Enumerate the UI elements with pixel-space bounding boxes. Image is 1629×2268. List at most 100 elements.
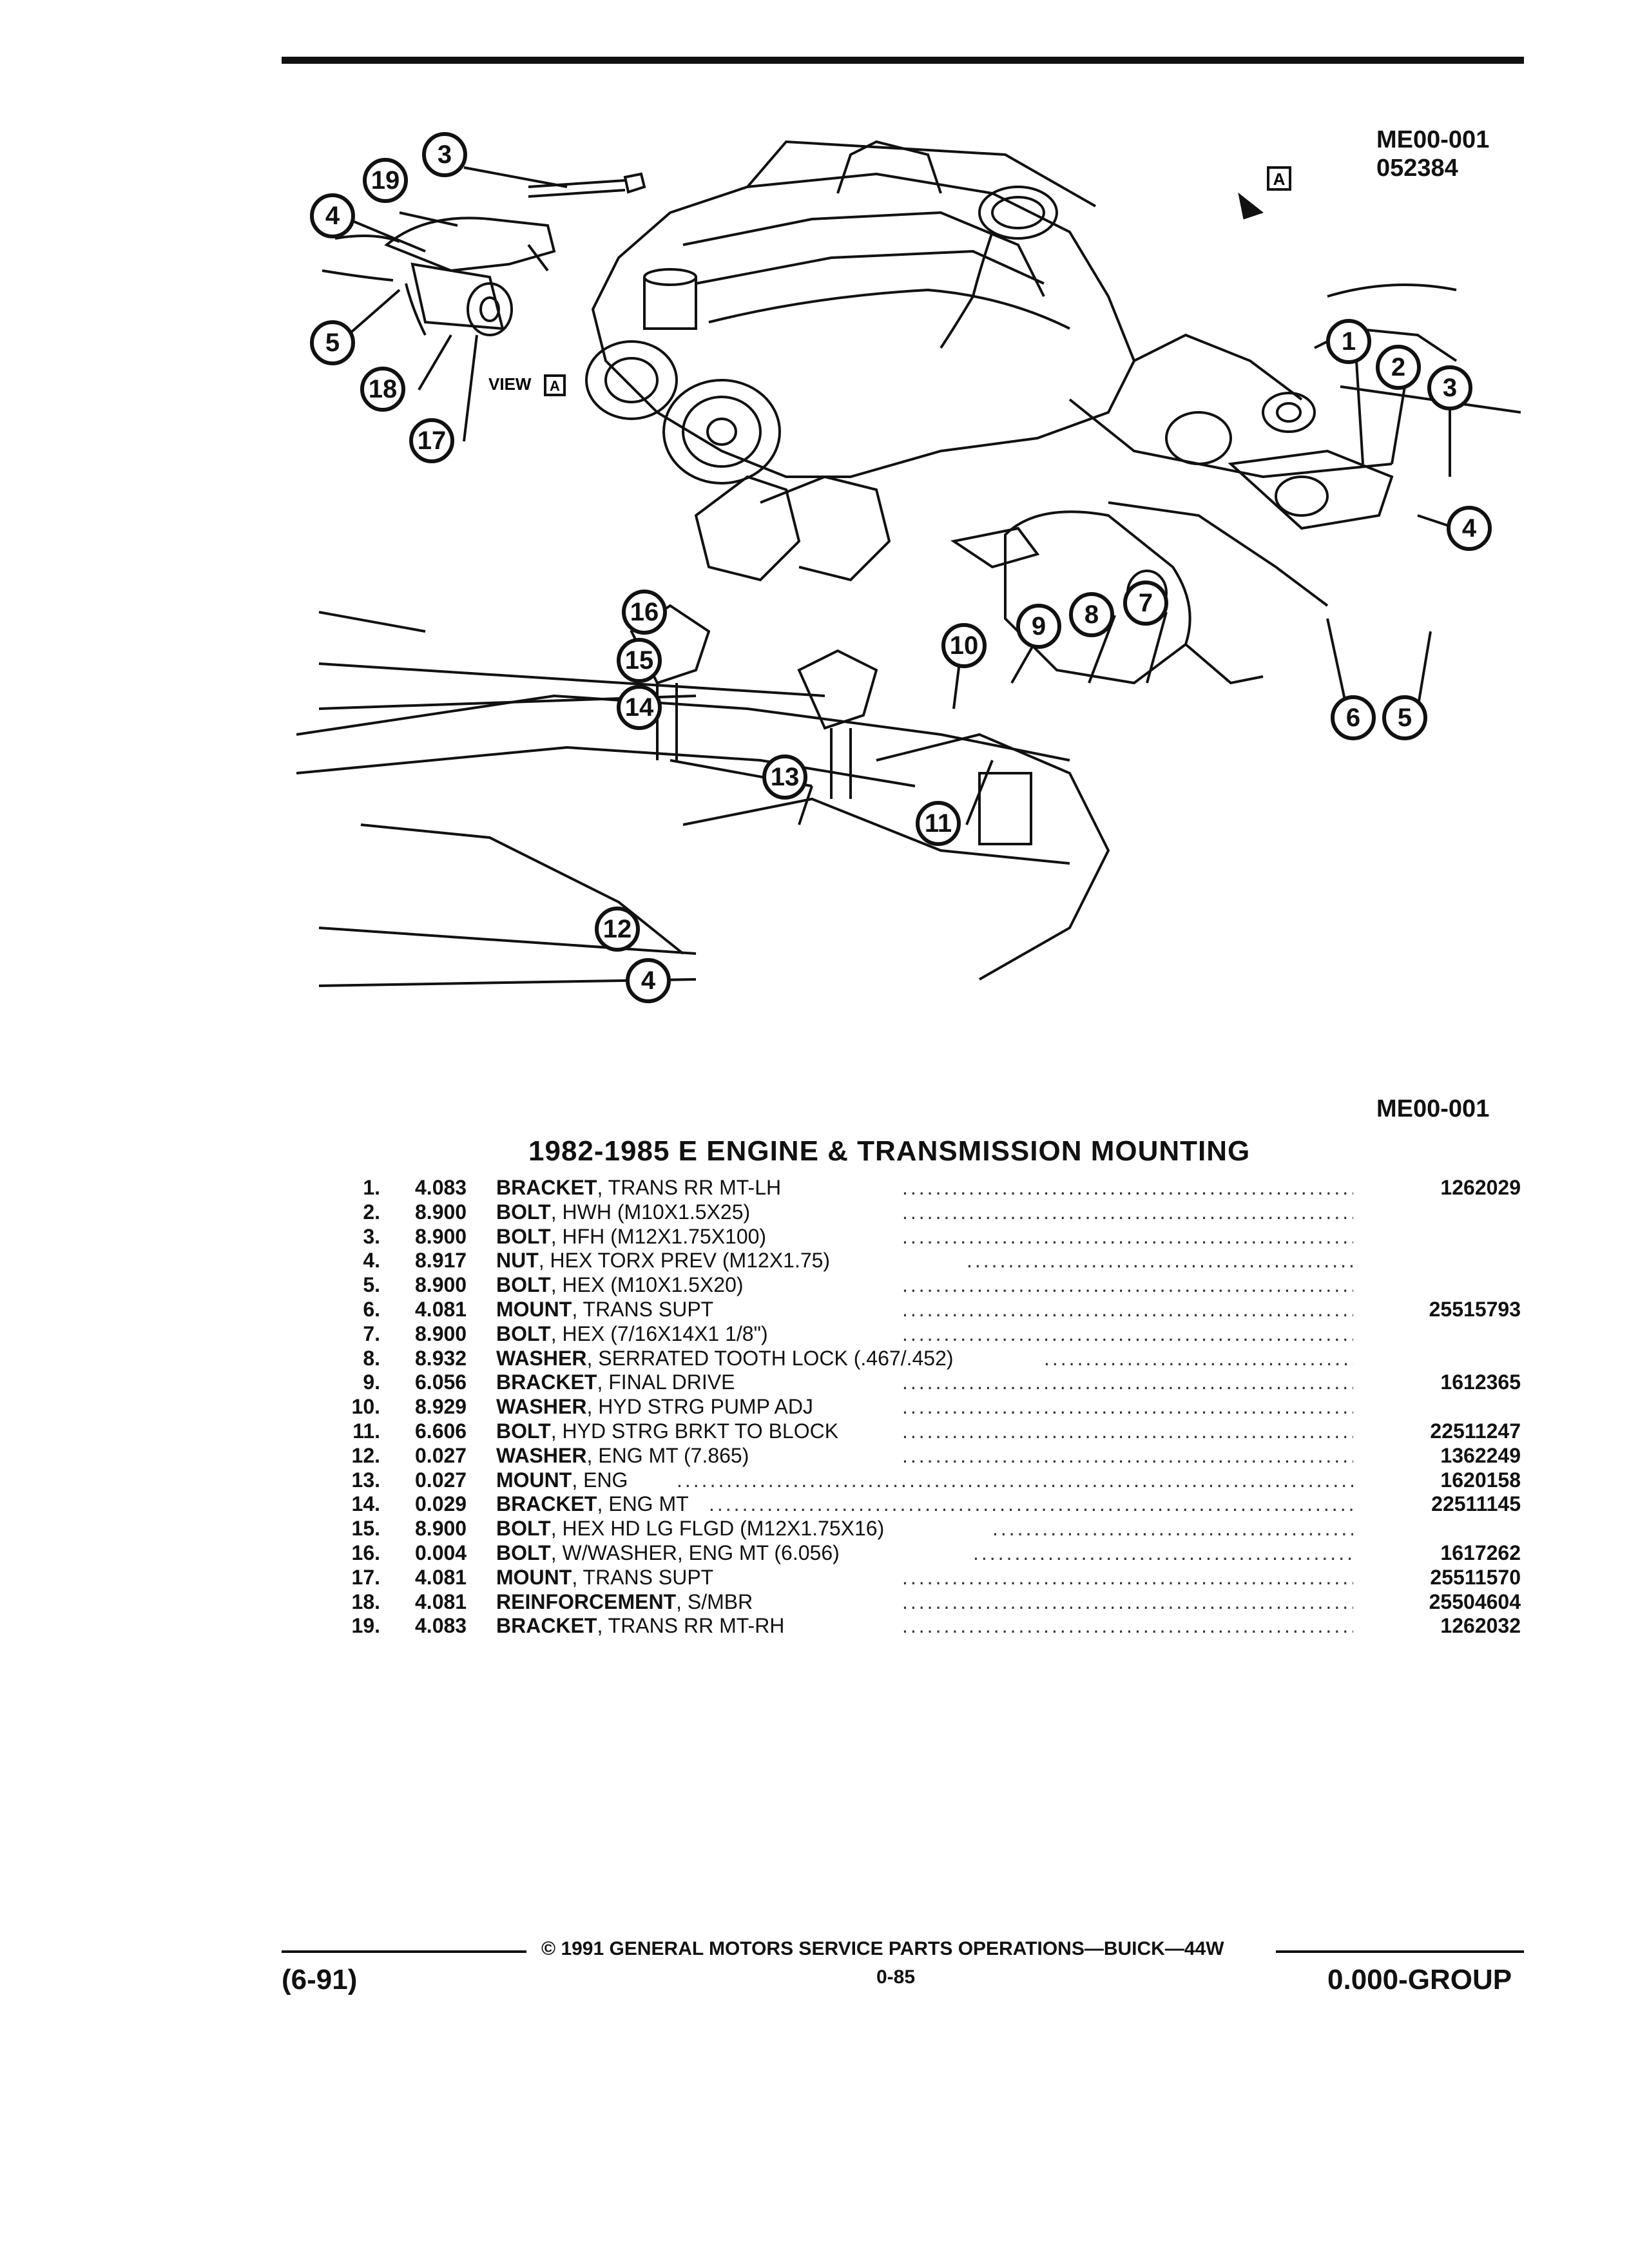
svg-text:1: 1 [1342,327,1356,356]
item-number: 4. [363,1249,380,1273]
dot-leader: ........................................… [902,1565,1353,1589]
parts-row: 6. 4.081 MOUNT, TRANS SUPT .............… [348,1298,1534,1322]
callout-4-bottom: 4 [626,958,671,1003]
svg-text:5: 5 [1398,704,1412,732]
svg-text:15: 15 [625,646,654,675]
group-code: 8.900 [415,1224,467,1248]
item-number: 19. [351,1614,380,1638]
parts-row: 18. 4.081 REINFORCEMENT, S/MBR .........… [348,1590,1534,1615]
callout-16: 16 [622,590,667,635]
item-number: 1. [363,1176,380,1199]
callout-5-right: 5 [1382,695,1427,740]
svg-text:9: 9 [1032,612,1046,640]
view-a-marker-box [1267,166,1291,191]
group-code: 4.083 [415,1176,467,1199]
svg-text:13: 13 [771,763,800,791]
parts-row: 10. 8.929 WASHER, HYD STRG PUMP ADJ ....… [348,1395,1534,1419]
group-code: 8.900 [415,1517,467,1541]
group-code: 6.056 [415,1370,467,1394]
part-name: BOLT [496,1200,551,1224]
item-number: 8. [363,1346,380,1370]
part-number: 1612365 [1440,1370,1521,1394]
item-number: 13. [351,1468,380,1492]
callout-12: 12 [595,907,640,952]
svg-text:19: 19 [371,166,400,195]
engine-block [585,140,1393,607]
parts-row: 11. 6.606 BOLT, HYD STRG BRKT TO BLOCK .… [348,1419,1534,1444]
part-description: WASHER, HYD STRG PUMP ADJ [496,1395,813,1419]
frame-rail [296,694,1110,981]
part-name: NUT [496,1249,539,1273]
part-detail: , HEX (M10X1.5X20) [550,1273,744,1297]
part-description: BOLT, HEX (M10X1.5X20) [496,1273,744,1297]
svg-text:17: 17 [418,427,447,455]
part-name: MOUNT [496,1565,572,1589]
part-detail: , HYD STRG PUMP ADJ [586,1395,813,1419]
group-code: 8.900 [415,1273,467,1297]
dot-leader: ........................................… [902,1200,1353,1224]
svg-text:14: 14 [625,693,654,722]
exploded-view-diagram: A VIEW A [296,132,1521,1003]
item-number: 15. [351,1517,380,1541]
dot-leader: ........................................… [902,1590,1353,1613]
part-name: WASHER [496,1346,587,1370]
part-number: 1617262 [1440,1541,1521,1564]
dot-leader: ........................................… [902,1321,1353,1345]
group-code: 8.929 [415,1395,467,1419]
copyright-notice: © 1991 GENERAL MOTORS SERVICE PARTS OPER… [541,1938,1224,1959]
svg-text:18: 18 [369,375,398,403]
part-name: REINFORCEMENT [496,1590,677,1613]
item-number: 10. [351,1395,380,1419]
item-number: 16. [351,1541,380,1564]
dot-leader: ........................................… [902,1273,1353,1297]
page-number: 0-85 [876,1966,916,1988]
callout-4-left: 4 [310,193,355,238]
part-name: BOLT [496,1541,551,1564]
svg-text:4: 4 [325,202,340,230]
part-number: 1620158 [1440,1468,1521,1492]
callout-5-left: 5 [310,320,355,365]
page-title: 1982-1985 E ENGINE & TRANSMISSION MOUNTI… [528,1135,1251,1167]
part-detail: , TRANS SUPT [572,1297,714,1321]
figure-date-code: 052384 [1376,155,1458,182]
part-detail: , ENG MT (7.865) [586,1443,749,1467]
part-number: 25504604 [1429,1590,1521,1613]
part-detail: , HEX (7/16X14X1 1/8") [550,1321,768,1345]
dot-leader: ........................................… [902,1395,1353,1419]
part-description: BOLT, W/WASHER, ENG MT (6.056) [496,1541,840,1565]
svg-text:8: 8 [1084,601,1099,629]
parts-row: 4. 8.917 NUT, HEX TORX PREV (M12X1.75) .… [348,1249,1534,1273]
part-name: BOLT [496,1419,551,1443]
parts-row: 12. 0.027 WASHER, ENG MT (7.865) .......… [348,1444,1534,1468]
group-code: 8.932 [415,1346,467,1370]
group-label: 0.000-GROUP [1327,1964,1512,1995]
parts-row: 14. 0.029 BRACKET, ENG MT ..............… [348,1492,1534,1517]
callout-9: 9 [1016,604,1061,649]
dot-leader: ........................................… [902,1297,1353,1321]
svg-text:3: 3 [1443,374,1457,402]
item-number: 18. [351,1590,380,1613]
view-a-label-letter: A [550,378,560,394]
parts-row: 1. 4.083 BRACKET, TRANS RR MT-LH .......… [348,1176,1534,1200]
parts-row: 15. 8.900 BOLT, HEX HD LG FLGD (M12X1.75… [348,1517,1534,1541]
part-description: BOLT, HEX (7/16X14X1 1/8") [496,1322,768,1346]
group-code: 4.081 [415,1565,467,1589]
item-number: 7. [363,1321,380,1345]
part-detail: , HFH (M12X1.75X100) [550,1224,767,1248]
parts-row: 2. 8.900 BOLT, HWH (M10X1.5X25) ........… [348,1200,1534,1225]
part-detail: , ENG MT [597,1492,689,1516]
parts-row: 9. 6.056 BRACKET, FINAL DRIVE ..........… [348,1370,1534,1395]
item-number: 11. [352,1419,380,1443]
part-description: MOUNT, TRANS SUPT [496,1298,713,1321]
item-number: 17. [351,1565,380,1589]
dot-leader: ........................................… [973,1541,1353,1564]
callout-4-right: 4 [1447,506,1492,551]
callout-17: 17 [409,418,454,463]
part-description: BRACKET, TRANS RR MT-LH [496,1176,781,1200]
group-code: 0.004 [415,1541,467,1564]
part-description: WASHER, SERRATED TOOTH LOCK (.467/.452) [496,1347,954,1370]
callout-11: 11 [916,801,961,846]
parts-row: 8. 8.932 WASHER, SERRATED TOOTH LOCK (.4… [348,1347,1534,1371]
group-code: 0.027 [415,1468,467,1492]
group-code: 0.027 [415,1443,467,1467]
